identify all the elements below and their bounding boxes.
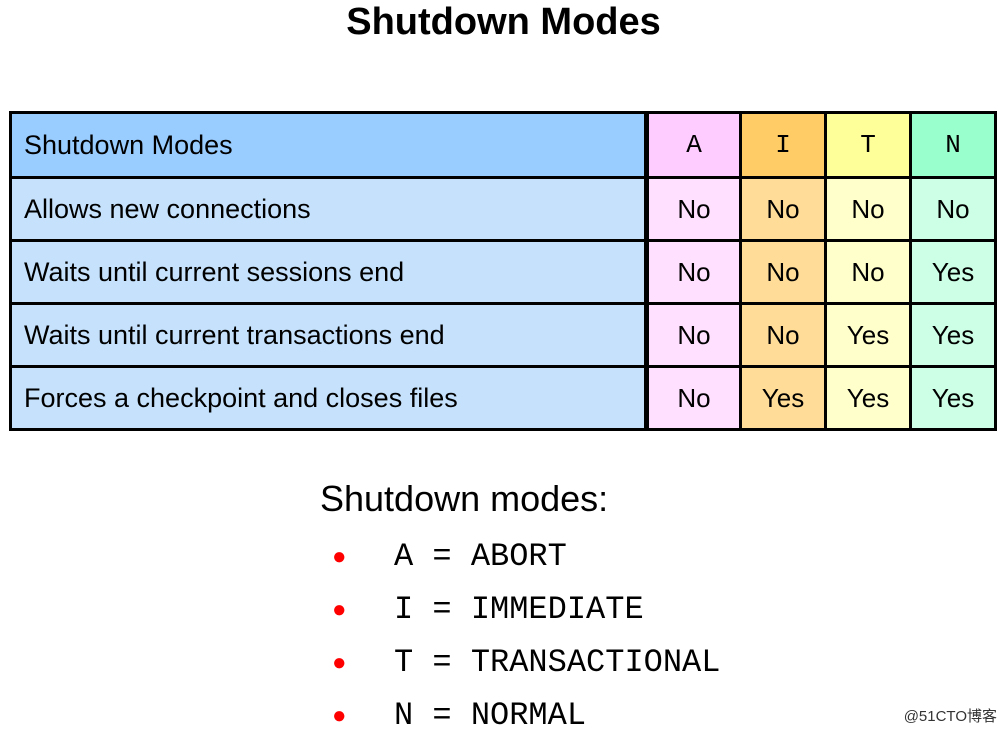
bullet-icon: ● bbox=[332, 648, 347, 676]
legend-item-text: I = IMMEDIATE bbox=[394, 591, 644, 628]
table-cell: No bbox=[645, 239, 742, 305]
table-row: Waits until current transactions end No … bbox=[9, 302, 997, 368]
row-label: Waits until current transactions end bbox=[9, 302, 649, 368]
table-cell: Yes bbox=[739, 365, 827, 431]
table-cell: No bbox=[739, 239, 827, 305]
legend-list: ● A = ABORT ● I = IMMEDIATE ● T = TRANSA… bbox=[332, 530, 720, 742]
table-cell: No bbox=[645, 302, 742, 368]
column-header-n: N bbox=[909, 111, 997, 179]
table-cell: No bbox=[739, 176, 827, 242]
column-header-a: A bbox=[645, 111, 742, 179]
table-cell: Yes bbox=[909, 302, 997, 368]
row-label: Allows new connections bbox=[9, 176, 649, 242]
table-cell: No bbox=[739, 302, 827, 368]
table-cell: Yes bbox=[909, 239, 997, 305]
legend-item-text: T = TRANSACTIONAL bbox=[394, 644, 721, 681]
watermark: @51CTO博客 bbox=[903, 708, 997, 725]
table-header-row: Shutdown Modes A I T N bbox=[9, 111, 997, 179]
table-cell: Yes bbox=[824, 365, 912, 431]
table-row: Forces a checkpoint and closes files No … bbox=[9, 365, 997, 431]
bullet-icon: ● bbox=[332, 701, 347, 729]
list-item: ● N = NORMAL bbox=[332, 689, 720, 742]
table-row: Waits until current sessions end No No N… bbox=[9, 239, 997, 305]
bullet-icon: ● bbox=[332, 595, 347, 623]
legend-item-text: N = NORMAL bbox=[394, 697, 587, 734]
legend-item-text: A = ABORT bbox=[394, 538, 567, 575]
list-item: ● A = ABORT bbox=[332, 530, 720, 583]
column-header-t: T bbox=[824, 111, 912, 179]
list-item: ● I = IMMEDIATE bbox=[332, 583, 720, 636]
list-item: ● T = TRANSACTIONAL bbox=[332, 636, 720, 689]
legend-title: Shutdown modes: bbox=[320, 478, 609, 519]
column-header-i: I bbox=[739, 111, 827, 179]
table-cell: No bbox=[824, 239, 912, 305]
row-label: Forces a checkpoint and closes files bbox=[9, 365, 649, 431]
table-cell: Yes bbox=[824, 302, 912, 368]
table-cell: No bbox=[645, 365, 742, 431]
table-cell: Yes bbox=[909, 365, 997, 431]
page-title: Shutdown Modes bbox=[346, 1, 661, 43]
shutdown-modes-table: Shutdown Modes A I T N Allows new connec… bbox=[9, 111, 997, 431]
table-header-label: Shutdown Modes bbox=[9, 111, 649, 179]
table-cell: No bbox=[824, 176, 912, 242]
row-label: Waits until current sessions end bbox=[9, 239, 649, 305]
table-row: Allows new connections No No No No bbox=[9, 176, 997, 242]
table-cell: No bbox=[645, 176, 742, 242]
bullet-icon: ● bbox=[332, 542, 347, 570]
table-cell: No bbox=[909, 176, 997, 242]
